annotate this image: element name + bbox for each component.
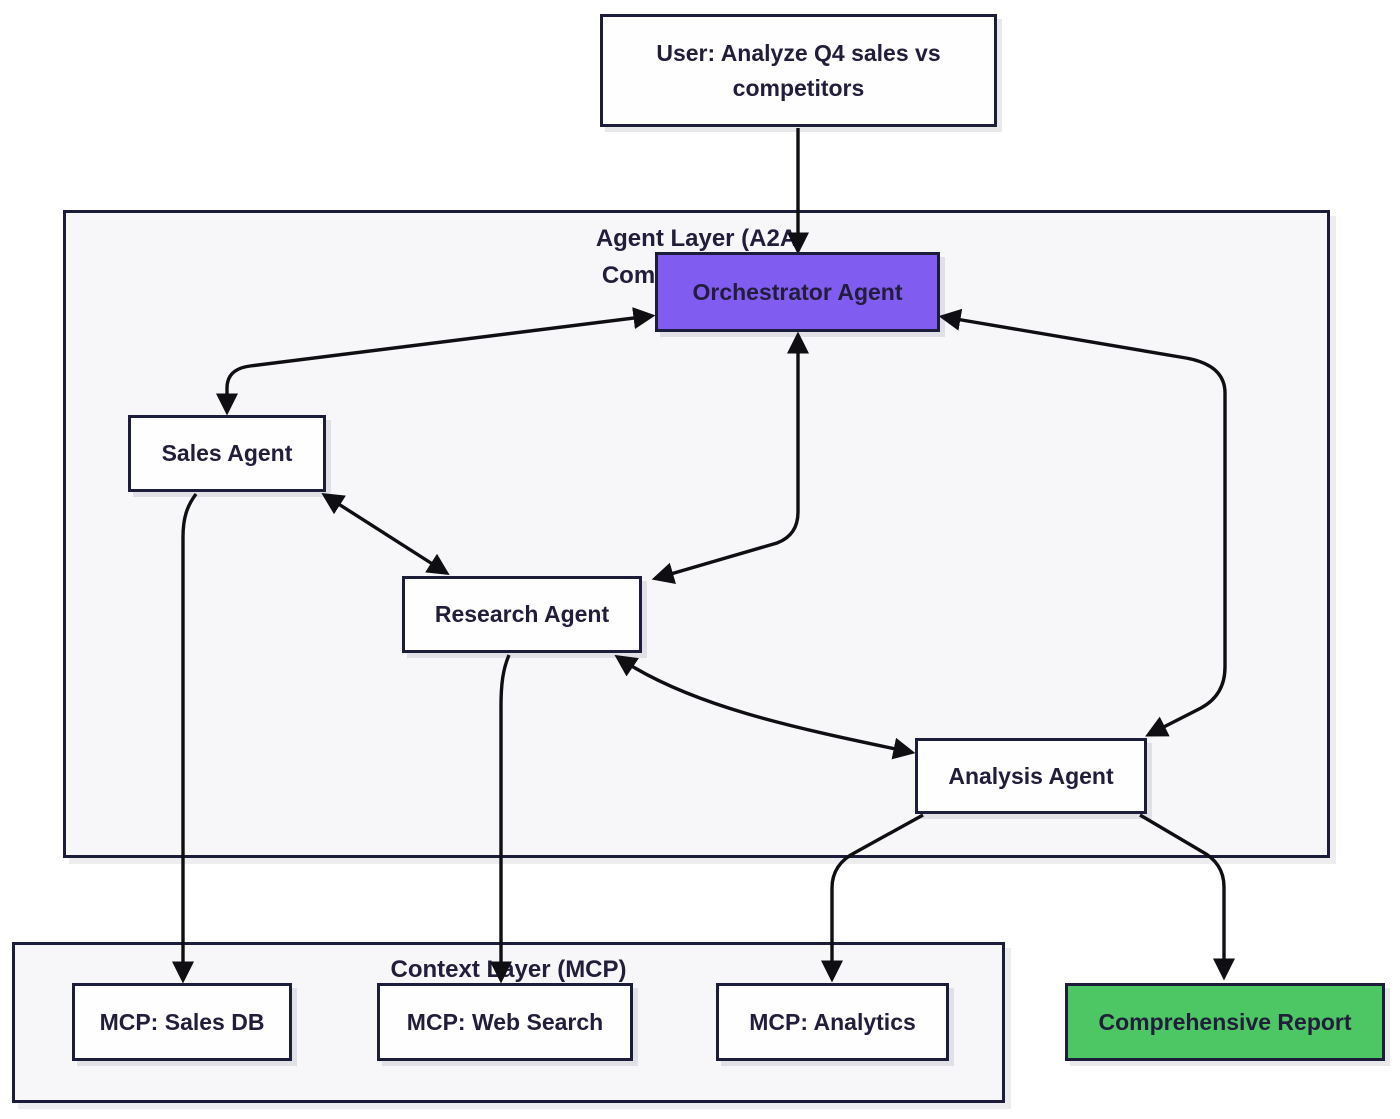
mcp-web-search-node: MCP: Web Search [377, 983, 633, 1061]
research-agent-node: Research Agent [402, 576, 642, 653]
analysis-agent-node: Analysis Agent [915, 738, 1147, 814]
mcp-sales-db-node: MCP: Sales DB [72, 983, 292, 1061]
sales-agent-node: Sales Agent [128, 415, 326, 492]
orchestrator-agent-node: Orchestrator Agent [655, 252, 940, 332]
mcp-analytics-node: MCP: Analytics [716, 983, 949, 1061]
comprehensive-report-node: Comprehensive Report [1065, 983, 1385, 1061]
user-request-node: User: Analyze Q4 sales vs competitors [600, 14, 997, 127]
